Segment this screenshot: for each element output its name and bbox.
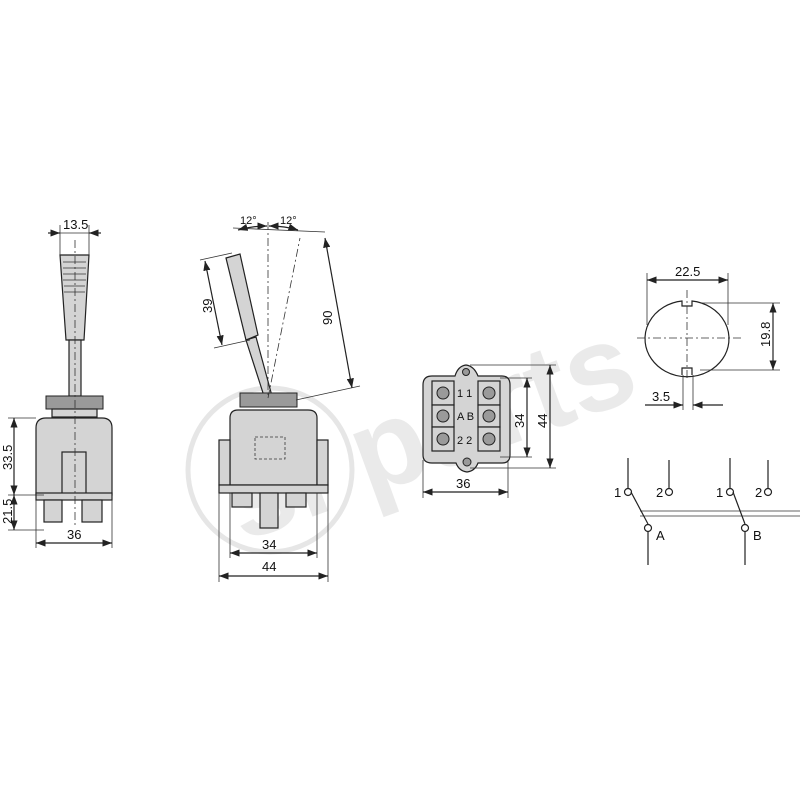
pole-a-label: A bbox=[656, 528, 665, 543]
contact-2-left: 2 bbox=[656, 485, 663, 500]
dim-hole-diameter: 22.5 bbox=[675, 264, 700, 279]
terminal-view: 1 1 A B 2 2 34 44 36 bbox=[422, 364, 556, 498]
dim-body-width-34: 34 bbox=[262, 537, 276, 552]
dim-angle-right: 12° bbox=[280, 215, 297, 227]
contact-2-right: 2 bbox=[755, 485, 762, 500]
dim-width: 36 bbox=[456, 476, 470, 491]
dim-key: 3.5 bbox=[652, 389, 670, 404]
dim-angle-left: 12° bbox=[240, 215, 257, 227]
dim-knob-length: 39 bbox=[200, 299, 215, 313]
dim-total-length: 90 bbox=[320, 311, 335, 325]
dim-outer-height: 44 bbox=[535, 414, 550, 428]
dim-flat: 19.8 bbox=[758, 322, 773, 347]
dim-lever-width: 13.5 bbox=[63, 217, 88, 232]
dim-body-width: 36 bbox=[67, 527, 81, 542]
terminal-row-1: 1 1 bbox=[457, 388, 472, 400]
side-view: 13.5 33.5 21.5 36 bbox=[0, 217, 113, 548]
terminal-row-3: 2 2 bbox=[457, 435, 472, 447]
contact-1-left: 1 bbox=[614, 485, 621, 500]
switch-schematic: 1 2 A 1 2 B bbox=[614, 458, 800, 565]
dim-inner-height: 34 bbox=[512, 414, 527, 428]
pole-b-label: B bbox=[753, 528, 762, 543]
contact-1-right: 1 bbox=[716, 485, 723, 500]
dim-terminal-height: 21.5 bbox=[0, 499, 15, 524]
mounting-hole-view: 22.5 19.8 3.5 bbox=[637, 264, 780, 410]
terminal-row-2: A B bbox=[457, 411, 474, 423]
front-view: 12° 12° 39 90 34 44 bbox=[199, 215, 361, 582]
dim-flange-width-44: 44 bbox=[262, 559, 276, 574]
dim-body-height: 33.5 bbox=[0, 445, 15, 470]
